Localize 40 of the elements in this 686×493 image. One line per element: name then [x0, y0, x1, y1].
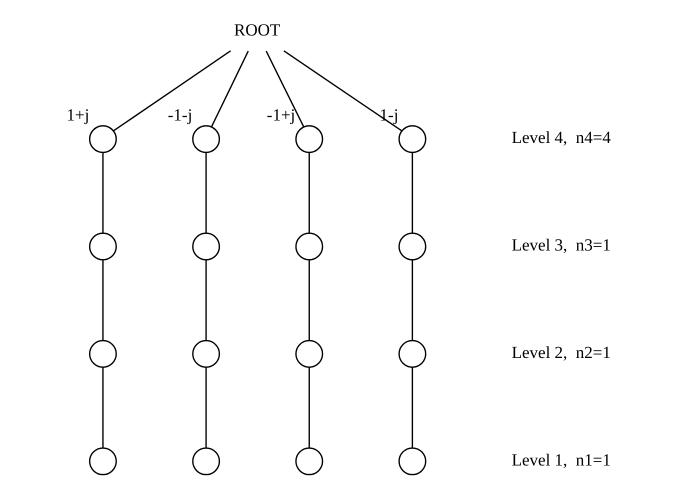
connector — [266, 50, 304, 128]
node-circle — [88, 232, 117, 260]
connector — [113, 50, 231, 132]
node-label: 1+j — [66, 105, 90, 124]
node-label: -1+j — [266, 105, 296, 124]
node-circle — [88, 340, 117, 368]
node-circle — [398, 232, 426, 260]
connector — [412, 367, 414, 448]
connector — [205, 152, 207, 233]
connector — [102, 367, 104, 448]
node-circle — [398, 125, 426, 154]
connector — [205, 260, 207, 340]
node-circle — [398, 340, 426, 368]
node-circle — [295, 125, 324, 154]
node-circle — [192, 125, 220, 154]
connector — [308, 152, 310, 233]
label: Level 3, n3=1 — [512, 236, 611, 255]
node-circle — [88, 125, 117, 154]
connector — [210, 50, 249, 128]
node-circle — [192, 340, 220, 368]
connector — [102, 260, 104, 340]
connector — [412, 260, 414, 340]
node-label: -1-j — [168, 105, 192, 124]
node-text: ROOT — [234, 20, 280, 40]
label: Level 4, n4=4 — [512, 128, 611, 148]
connector — [102, 152, 104, 233]
node-circle — [192, 232, 220, 260]
connector — [412, 152, 414, 233]
connector — [283, 50, 402, 132]
connector — [205, 367, 207, 448]
node-circle — [295, 232, 324, 260]
label: Level 1, n1=1 — [512, 450, 611, 470]
node-circle — [192, 447, 220, 476]
node-circle — [398, 447, 426, 476]
connector — [308, 260, 310, 340]
node-circle — [295, 340, 324, 368]
node-circle — [88, 447, 117, 476]
label: Level 2, n2=1 — [512, 342, 611, 362]
connector — [308, 367, 310, 448]
node-circle — [295, 447, 324, 476]
